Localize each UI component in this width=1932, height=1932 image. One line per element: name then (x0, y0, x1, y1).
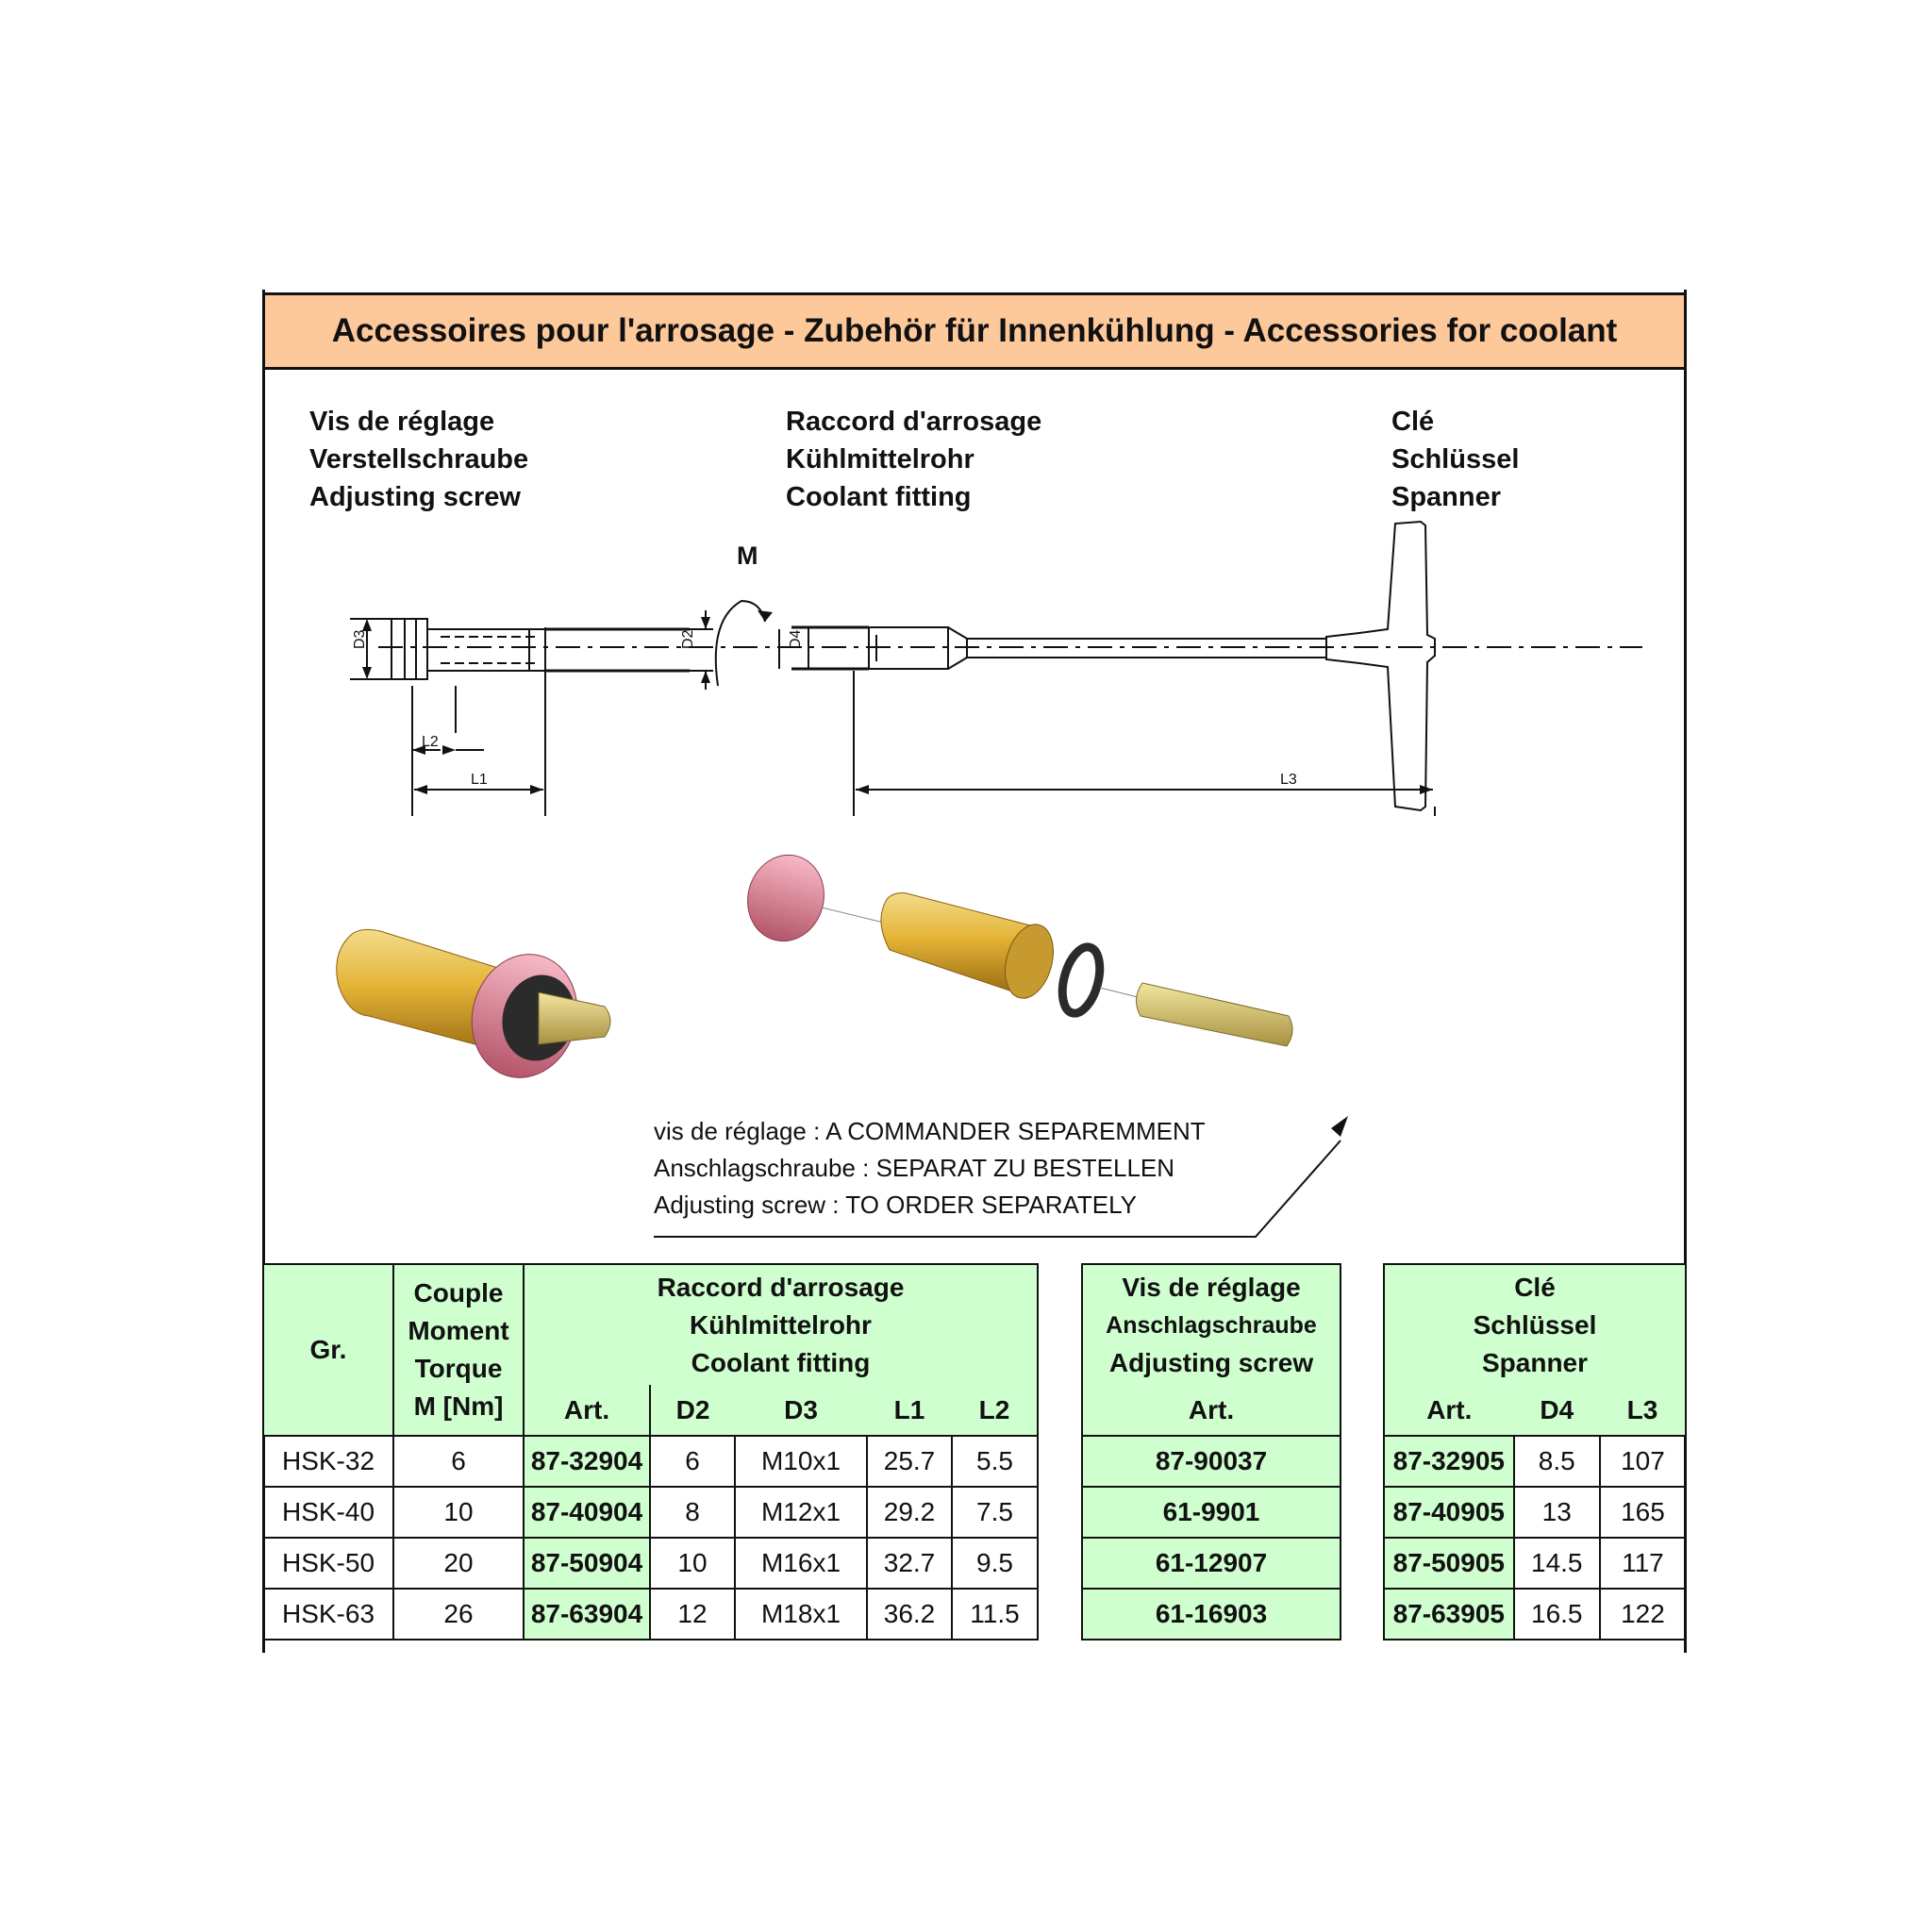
col-header-screw-art: Art. (1081, 1385, 1341, 1437)
dim-d4-label: D4 (788, 629, 804, 649)
group-header-spanner: Clé Schlüssel Spanner (1383, 1263, 1687, 1385)
dim-l3-label: L3 (1280, 772, 1297, 788)
screw-body-outline (426, 628, 546, 672)
col-header-l1: L1 (867, 1385, 952, 1436)
exploded-fitting-illustration (747, 854, 1293, 1047)
table-row: 87-63905 16.5 122 (1383, 1588, 1688, 1641)
col-header-d4: D4 (1513, 1385, 1600, 1436)
order-note: vis de réglage : A COMMANDER SEPAREMMENT… (654, 1117, 1206, 1219)
col-header-d3: D3 (735, 1385, 867, 1436)
table-row: 87-40905 13 165 (1383, 1486, 1688, 1539)
group-header-coolant-fitting: Raccord d'arrosage Kühlmittelrohr Coolan… (523, 1263, 1039, 1385)
col-header-l2: L2 (952, 1385, 1039, 1437)
label-adjusting-screw: Vis de réglage Verstellschraube Adjustin… (309, 407, 529, 512)
label-coolant-fitting: Raccord d'arrosage Kühlmittelrohr Coolan… (786, 407, 1042, 512)
dim-d2-label: D2 (680, 629, 696, 649)
catalog-sheet: Accessoires pour l'arrosage - Zubehör fü… (262, 290, 1688, 1653)
col-header-d2: D2 (650, 1385, 735, 1436)
table-row: 61-12907 (1081, 1537, 1341, 1590)
coolant-fitting-table: Gr. Couple Moment Torque M [Nm] Raccord … (262, 1263, 1039, 1641)
group-header-adjusting-screw: Vis de réglage Anschlagschraube Adjustin… (1081, 1263, 1341, 1385)
table-row: 61-9901 (1081, 1486, 1341, 1539)
note-leader-line (654, 1140, 1341, 1238)
col-header-spanner-art: Art. (1383, 1385, 1514, 1437)
fitting-nut-outline (868, 626, 949, 670)
table-row: 61-16903 (1081, 1588, 1341, 1641)
col-header-gr: Gr. (262, 1263, 394, 1437)
col-header-torque: Couple Moment Torque M [Nm] (392, 1263, 525, 1437)
dim-l2-label: L2 (422, 734, 439, 750)
table-row: 87-32905 8.5 107 (1383, 1435, 1688, 1488)
dim-l1-label: L1 (471, 772, 488, 788)
section-banner: Accessoires pour l'arrosage - Zubehör fü… (265, 292, 1684, 370)
table-row: HSK-32 6 87-32904 6 M10x1 25.7 5.5 (262, 1435, 1039, 1488)
table-row: HSK-50 20 87-50904 10 M16x1 32.7 9.5 (262, 1537, 1039, 1590)
screw-head-outline (391, 618, 428, 680)
spanner-handle-outline (1325, 520, 1436, 812)
adjusting-screw-table: Vis de réglage Anschlagschraube Adjustin… (1081, 1263, 1341, 1641)
col-header-l3: L3 (1599, 1385, 1688, 1437)
assembled-fitting-illustration (336, 928, 611, 1078)
table-row: 87-90037 (1081, 1435, 1341, 1488)
col-header-art: Art. (523, 1385, 651, 1437)
spanner-table: Clé Schlüssel Spanner Art. D4 L3 87-3290… (1383, 1263, 1688, 1641)
table-row: HSK-63 26 87-63904 12 M18x1 36.2 11.5 (262, 1588, 1039, 1641)
table-row: 87-50905 14.5 117 (1383, 1537, 1688, 1590)
label-spanner: Clé Schlüssel Spanner (1391, 407, 1520, 512)
torque-arrow (714, 599, 766, 687)
technical-drawing: D3 D2 D4 L2 L1 L3 M (336, 520, 1642, 1238)
table-row: HSK-40 10 87-40904 8 M12x1 29.2 7.5 (262, 1486, 1039, 1539)
dim-d3-label: D3 (352, 629, 368, 649)
torque-symbol: M (737, 541, 758, 570)
